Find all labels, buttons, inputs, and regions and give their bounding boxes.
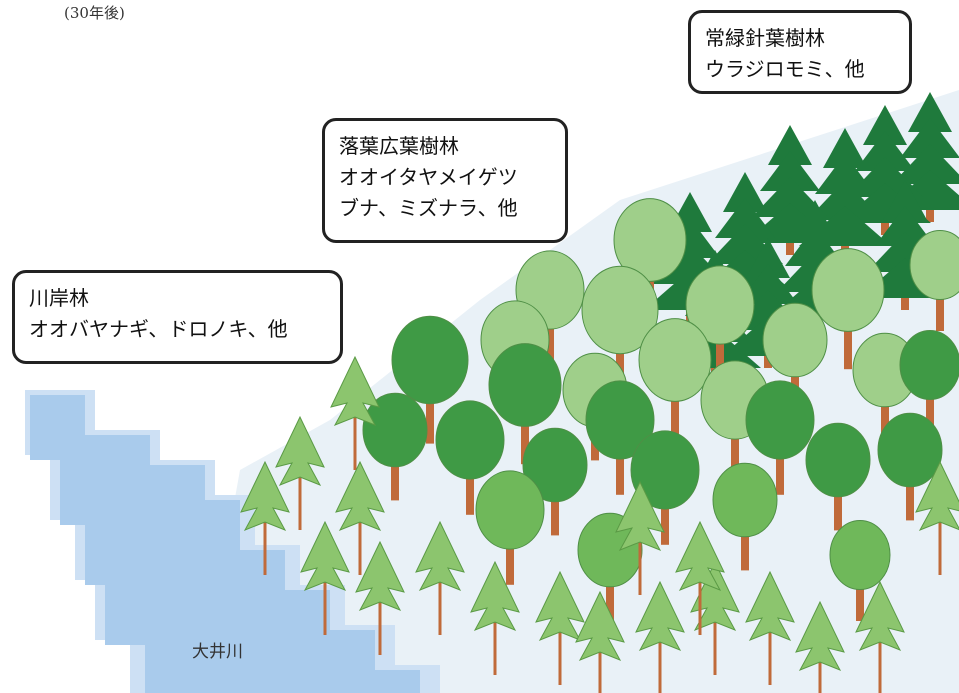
broadleaf-tree <box>630 430 700 545</box>
riparian-sapling <box>330 355 380 470</box>
riparian-sapling <box>335 460 385 575</box>
river-water <box>25 390 440 693</box>
broadleaf-tree <box>475 470 545 585</box>
riparian-sapling <box>355 540 405 655</box>
broadleaf-tree <box>829 520 891 621</box>
riparian-sapling <box>615 480 665 595</box>
broadleaf-tree <box>488 343 562 465</box>
evergreen-species: ウラジロモミ、他 <box>705 57 865 81</box>
riparian-sapling <box>745 570 795 685</box>
tree-layer <box>240 92 959 693</box>
deciduous-species-1: オオイタヤメイゲツ <box>339 165 518 189</box>
riparian-sapling <box>690 560 740 675</box>
riparian-sapling <box>415 520 465 635</box>
broadleaf-tree <box>712 462 778 571</box>
riparian-sapling <box>300 520 350 635</box>
broadleaf-tree <box>745 380 815 495</box>
river-name-label: 大井川 <box>192 642 243 662</box>
broadleaf-tree <box>877 412 943 521</box>
broadleaf-tree <box>811 248 885 370</box>
broadleaf-tree <box>805 422 871 531</box>
broadleaf-tree <box>435 400 505 515</box>
riparian-sapling <box>675 520 725 635</box>
riparian-sapling <box>275 415 325 530</box>
riparian-sapling <box>855 580 905 693</box>
riverside-species: オオバヤナギ、ドロノキ、他 <box>29 317 288 341</box>
broadleaf-tree <box>685 265 755 380</box>
broadleaf-tree <box>391 315 469 444</box>
broadleaf-tree <box>522 427 588 536</box>
evergreen-title: 常緑針葉樹林 <box>705 26 825 50</box>
broadleaf-tree <box>362 392 428 501</box>
conifer-tree <box>884 92 959 222</box>
riparian-sapling <box>535 570 585 685</box>
evergreen-conifer-label-box: 常緑針葉樹林 ウラジロモミ、他 <box>688 10 912 94</box>
broadleaf-tree <box>581 265 659 394</box>
deciduous-title: 落葉広葉樹林 <box>339 134 459 158</box>
river-channel <box>30 395 420 693</box>
riverside-forest-label-box: 川岸林 オオバヤナギ、ドロノキ、他 <box>12 270 343 364</box>
riparian-sapling <box>240 460 290 575</box>
riverside-title: 川岸林 <box>29 286 89 310</box>
riparian-sapling <box>470 560 520 675</box>
deciduous-species-2: ブナ、ミズナラ、他 <box>339 196 518 220</box>
broadleaf-tree <box>577 512 643 621</box>
broadleaf-tree <box>585 380 655 495</box>
deciduous-broadleaf-label-box: 落葉広葉樹林 オオイタヤメイゲツ ブナ、ミズナラ、他 <box>322 118 568 243</box>
riparian-sapling <box>795 600 845 693</box>
riparian-sapling <box>635 580 685 693</box>
time-caption: (30年後) <box>64 4 125 22</box>
broadleaf-tree <box>909 230 959 331</box>
broadleaf-tree <box>638 318 712 440</box>
broadleaf-tree <box>899 330 959 431</box>
